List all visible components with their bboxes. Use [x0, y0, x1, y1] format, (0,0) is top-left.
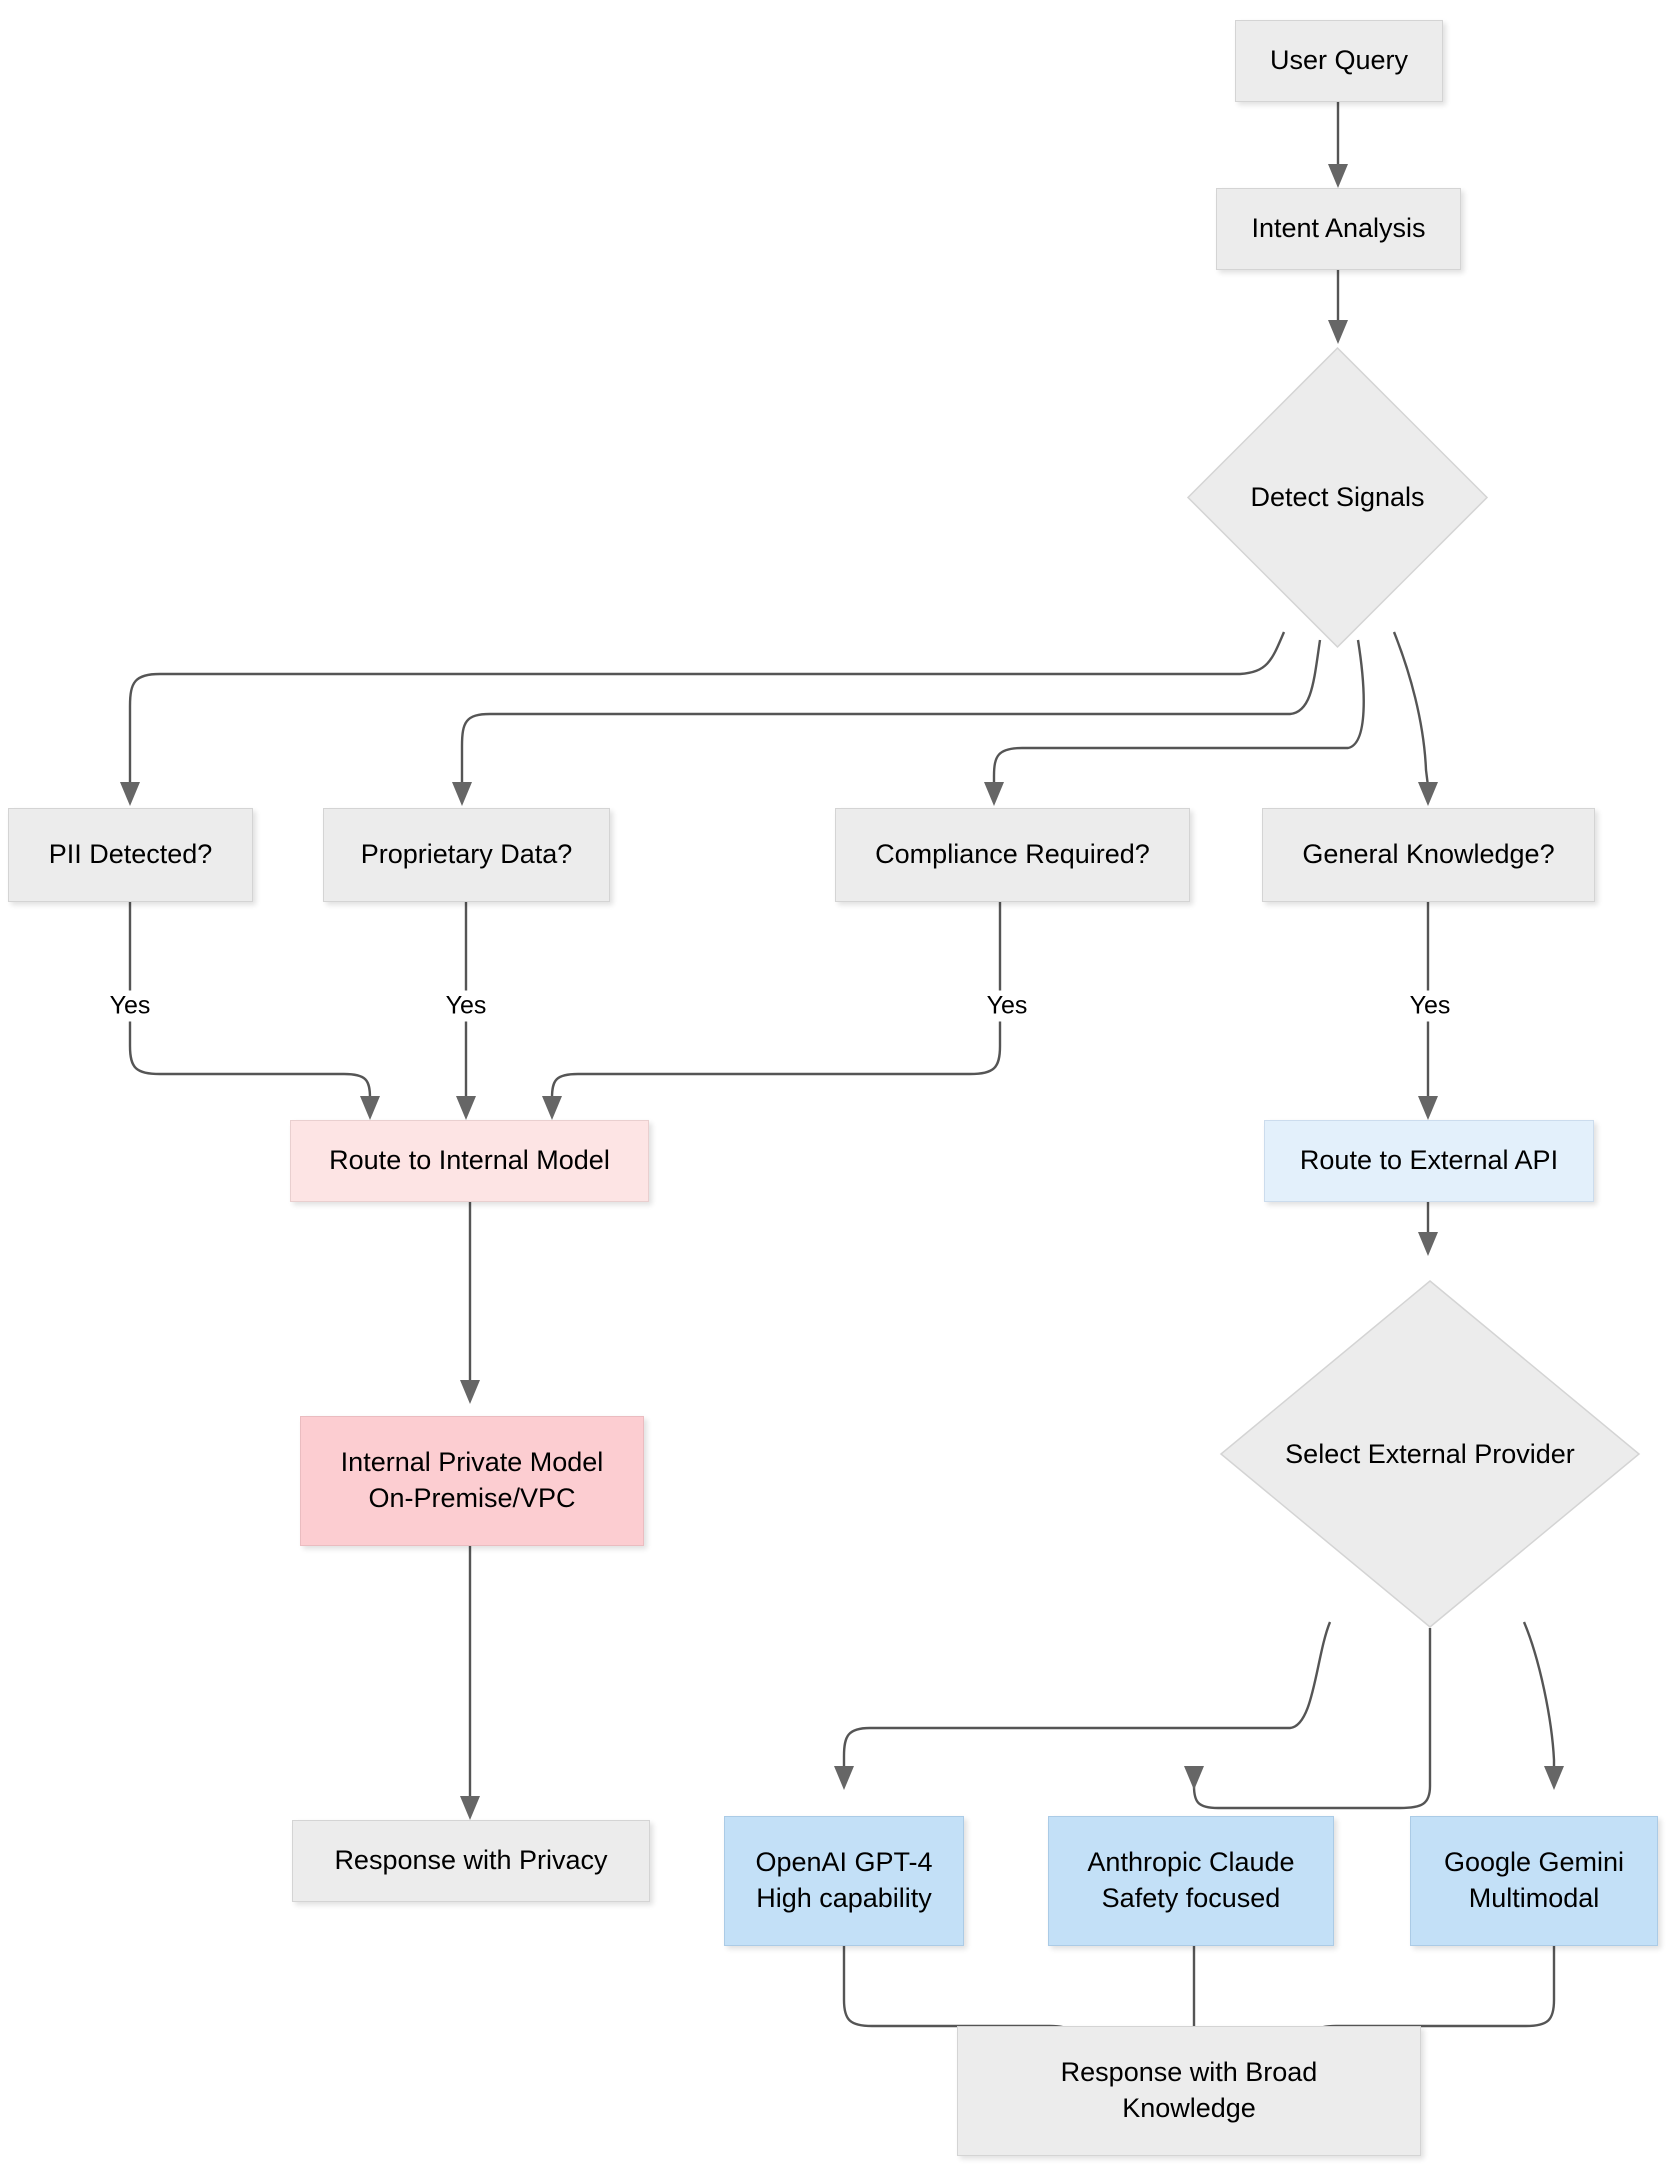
node-openai-gpt4[interactable]: OpenAI GPT-4 High capability	[724, 1816, 964, 1946]
node-pii-detected[interactable]: PII Detected?	[8, 808, 253, 902]
node-user-query[interactable]: User Query	[1235, 20, 1443, 102]
node-intent-analysis[interactable]: Intent Analysis	[1216, 188, 1461, 270]
edge-detect-compliance	[992, 639, 1365, 786]
arrowhead	[1418, 782, 1438, 806]
arrowhead	[120, 782, 140, 806]
node-label: Response with Broad Knowledge	[1060, 2057, 1318, 2123]
node-route-internal-model[interactable]: Route to Internal Model	[290, 1120, 649, 1202]
node-label: Compliance Required?	[875, 839, 1150, 870]
arrowhead	[542, 1096, 562, 1120]
node-response-with-privacy[interactable]: Response with Privacy	[292, 1820, 650, 1902]
arrowhead	[460, 1796, 480, 1820]
edge-compliance-route-internal	[550, 902, 1002, 1100]
node-label: Intent Analysis	[1251, 213, 1426, 244]
node-label: PII Detected?	[48, 839, 213, 870]
node-proprietary-data[interactable]: Proprietary Data?	[323, 808, 610, 902]
node-label: Google Gemini Multimodal	[1443, 1847, 1625, 1913]
node-label: Proprietary Data?	[360, 839, 573, 870]
node-internal-private-model[interactable]: Internal Private Model On-Premise/VPC	[300, 1416, 644, 1546]
node-label: Route to External API	[1299, 1145, 1559, 1176]
edge-label-general-yes: Yes	[1404, 990, 1456, 1022]
edge-detect-pii	[128, 631, 1286, 784]
node-google-gemini[interactable]: Google Gemini Multimodal	[1410, 1816, 1658, 1946]
node-label: Internal Private Model On-Premise/VPC	[340, 1447, 604, 1513]
node-label: Select External Provider	[1285, 1438, 1575, 1469]
node-label: Anthropic Claude Safety focused	[1087, 1847, 1295, 1913]
arrowhead	[1328, 320, 1348, 344]
edge-label-proprietary-yes: Yes	[440, 990, 492, 1022]
node-label: Response with Privacy	[334, 1845, 608, 1876]
edge-label-compliance-yes: Yes	[981, 990, 1033, 1022]
node-general-knowledge[interactable]: General Knowledge?	[1262, 808, 1595, 902]
arrowhead	[1418, 1096, 1438, 1120]
edge-label-pii-yes: Yes	[104, 990, 156, 1022]
arrowhead	[1418, 1232, 1438, 1256]
node-label: Detect Signals	[1250, 482, 1425, 512]
arrowhead	[360, 1096, 380, 1120]
arrowhead	[460, 1380, 480, 1404]
edge-detect-proprietary	[460, 639, 1322, 784]
node-detect-signals[interactable]: Detect Signals	[1185, 345, 1490, 650]
arrowhead	[1328, 164, 1348, 188]
node-compliance-required[interactable]: Compliance Required?	[835, 808, 1190, 902]
edge-detect-general	[1392, 631, 1430, 787]
node-route-external-api[interactable]: Route to External API	[1264, 1120, 1594, 1202]
arrowhead	[452, 782, 472, 806]
node-label: Route to Internal Model	[329, 1145, 610, 1176]
arrowhead	[456, 1096, 476, 1120]
edge-select-openai	[842, 1621, 1332, 1768]
arrowhead	[1184, 1766, 1204, 1790]
edge-pii-route-internal	[128, 902, 372, 1100]
arrowhead	[834, 1766, 854, 1790]
node-anthropic-claude[interactable]: Anthropic Claude Safety focused	[1048, 1816, 1334, 1946]
node-label: General Knowledge?	[1302, 839, 1555, 870]
node-select-external-provider[interactable]: Select External Provider	[1218, 1278, 1642, 1630]
node-label: User Query	[1269, 45, 1409, 76]
node-label: OpenAI GPT-4 High capability	[755, 1847, 933, 1913]
arrowhead	[984, 782, 1004, 806]
edge-select-anthropic-line	[1192, 1628, 1432, 1810]
diamond-shape	[1219, 1280, 1641, 1628]
node-response-with-broad-knowledge[interactable]: Response with Broad Knowledge	[957, 2026, 1421, 2156]
edge-select-google	[1522, 1621, 1556, 1768]
arrowhead	[1544, 1766, 1564, 1790]
